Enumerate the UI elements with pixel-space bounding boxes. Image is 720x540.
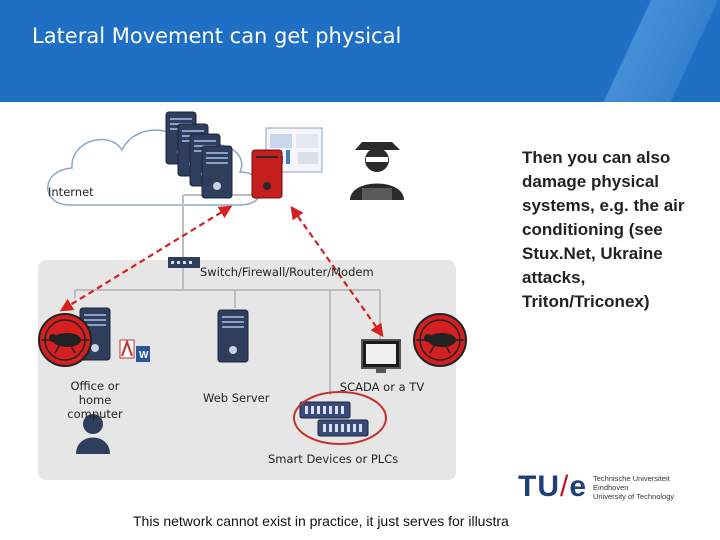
logo-mark-left: TU [518,470,560,503]
tue-logo: TU/e [518,470,587,504]
footnote: This network cannot exist in practice, i… [133,513,509,529]
plc-device-icon [293,391,387,445]
attack-arrow [59,205,233,312]
logo-mark-slash: / [560,470,570,503]
attack-arrows [59,205,384,338]
malware-icon [38,313,92,367]
monitor-icon [361,339,401,373]
user-icon [76,414,110,454]
scada-label: SCADA or a TV [339,380,425,394]
university-name-line3: University of Technology [593,492,675,501]
university-name-line2: Eindhoven [593,483,629,492]
side-note: Then you can also damage physical system… [522,148,685,311]
header-accent [600,0,720,102]
svg-text:W: W [139,350,149,361]
university-name: Technische Universiteit Eindhoven Univer… [593,474,674,501]
hacker-icon [350,142,404,200]
university-name-line1: Technische Universiteit [593,474,670,483]
switch-icon [168,257,200,268]
office-app-icons: W [119,339,150,362]
slide-title: Lateral Movement can get physical [32,24,402,48]
malware-icon [413,313,467,367]
web-server-label: Web Server [203,391,270,405]
smart-devices-label: Smart Devices or PLCs [268,452,399,466]
network-wires [74,194,381,395]
infected-server-icon [251,127,323,199]
logo-mark-right: e [569,470,588,503]
office-computer-label: Office or home computer [67,379,123,421]
header-bar [0,0,720,102]
web-server-icon [217,309,249,363]
internet-label: Internet [48,185,94,199]
switch-label: Switch/Firewall/Router/Modem [200,265,374,279]
attack-arrow [290,205,384,338]
